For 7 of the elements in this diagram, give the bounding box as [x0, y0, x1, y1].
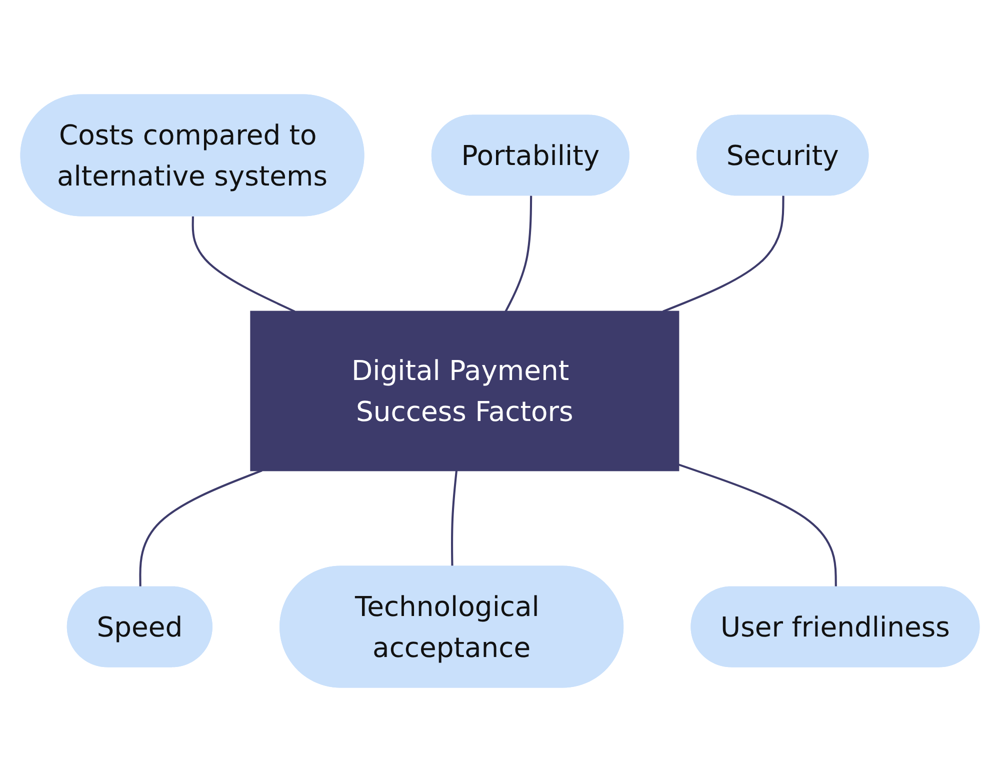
- connector: [139, 470, 262, 588]
- connector: [192, 216, 296, 312]
- connector: [678, 464, 837, 588]
- connector: [451, 470, 458, 568]
- node-box: Digital Payment Success Factors: [250, 310, 680, 472]
- connector: [662, 196, 784, 312]
- connector: [504, 196, 532, 312]
